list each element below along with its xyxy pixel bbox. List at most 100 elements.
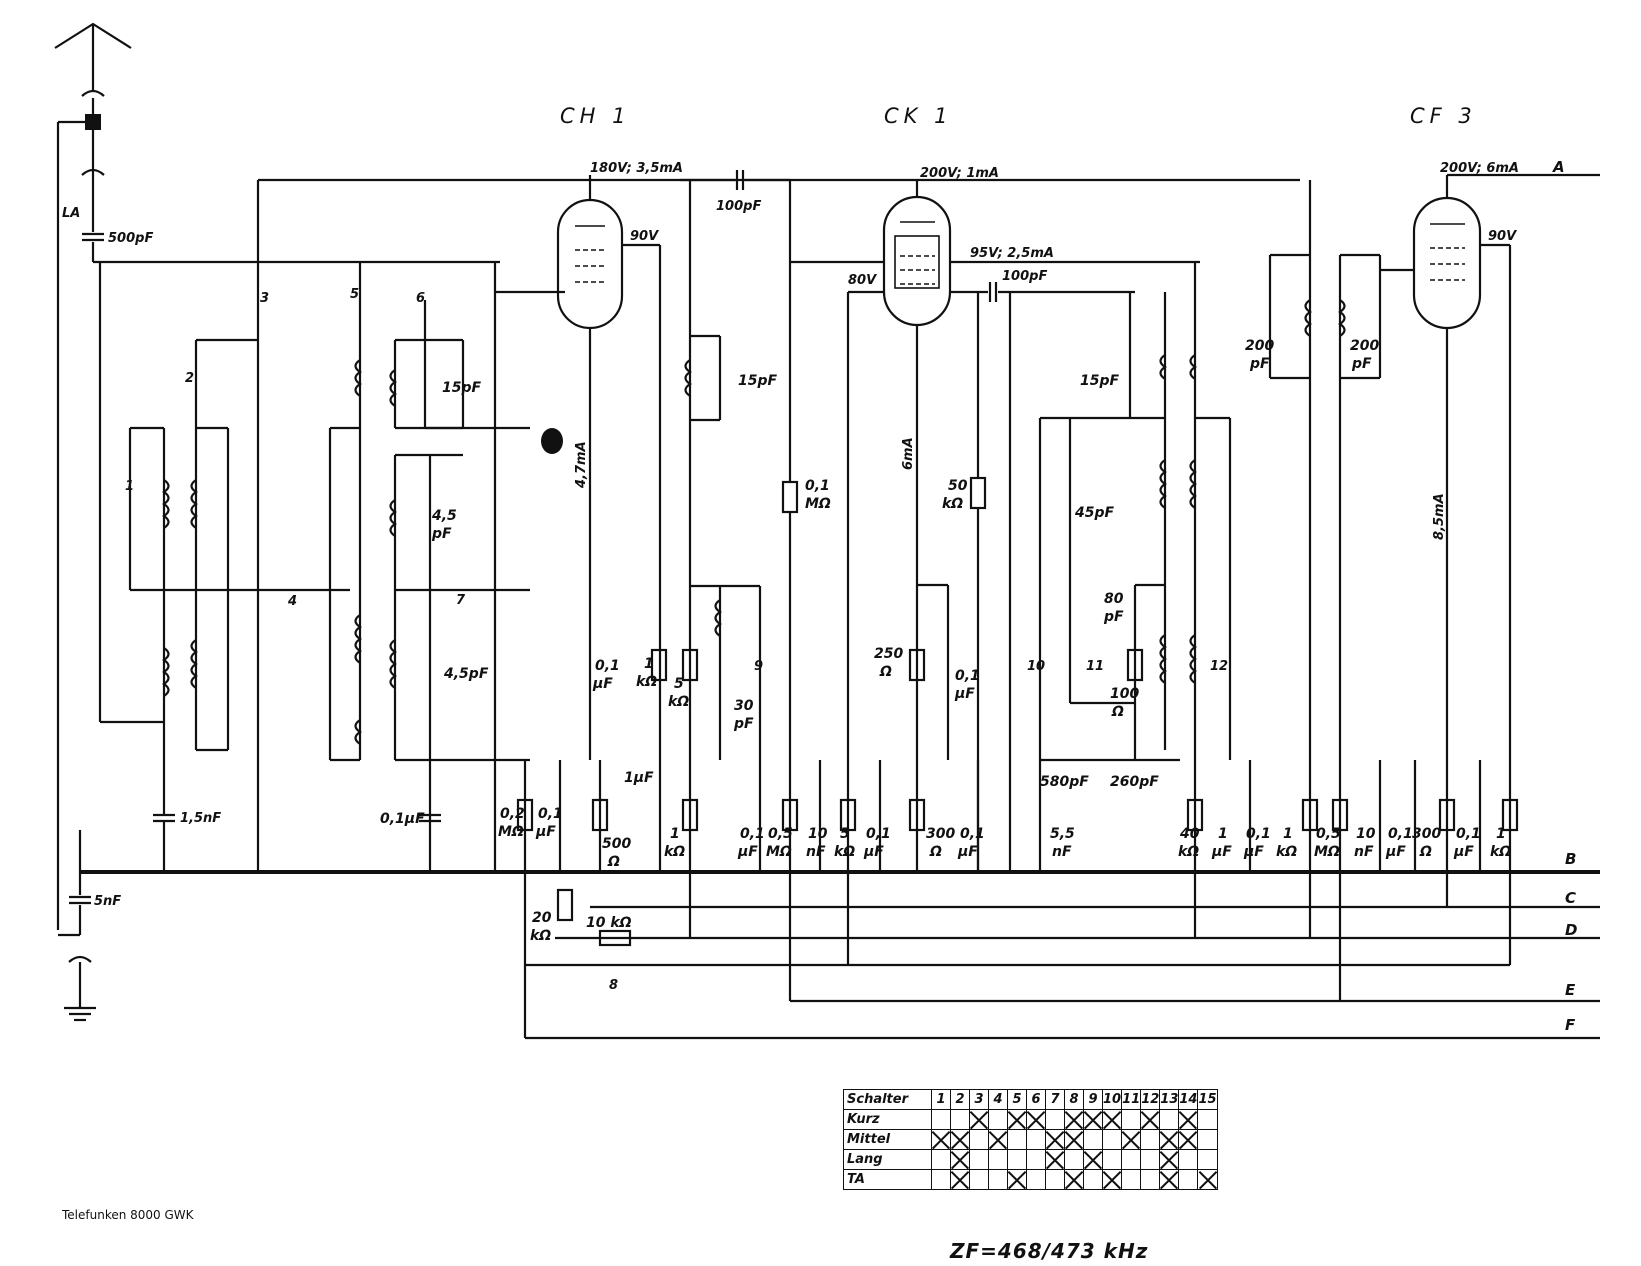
switch-10-label: 10	[1027, 659, 1045, 674]
label-0-1-g-unit: µF	[957, 844, 978, 860]
label-200-b-unit: pF	[1351, 356, 1372, 372]
resistor-250	[908, 583, 950, 760]
antenna-capacitor	[82, 180, 104, 262]
switch-cell-open	[1197, 1149, 1218, 1170]
label-0-1-g: 0,1	[960, 826, 985, 842]
label-100: 100	[1110, 686, 1139, 702]
switch-cell-closed	[931, 1129, 951, 1150]
label-0-1: 0,1	[805, 478, 830, 494]
switch-cell-open	[1083, 1129, 1103, 1150]
switch-row-label: Lang	[843, 1149, 932, 1170]
label-580pf: 580pF	[1040, 774, 1089, 790]
label-0-1-b: 0,1	[595, 658, 620, 674]
label-4-5pf-b: 4,5pF	[443, 666, 489, 682]
oscillator-tank	[684, 180, 762, 760]
label-4-5-a-unit: pF	[431, 526, 452, 542]
switch-cell-open	[1140, 1149, 1161, 1170]
label-250-unit: Ω	[879, 664, 892, 680]
switch-row-label: TA	[843, 1169, 932, 1190]
switch-column-10: 10	[1101, 1089, 1123, 1110]
label-0-1-e: 0,1	[740, 826, 765, 842]
switch-column-11: 11	[1121, 1089, 1142, 1110]
switch-row-ta: TA	[843, 1169, 1218, 1190]
label-500pf: 500pF	[108, 231, 153, 246]
tube-ck1-grid: 80V	[848, 273, 877, 288]
switch-cell-closed	[1064, 1109, 1084, 1130]
switch-cell-open	[1178, 1169, 1199, 1190]
switch-row-mittel: Mittel	[843, 1129, 1218, 1150]
label-1-c: 1	[1218, 826, 1228, 842]
page-title: Telefunken 8000 GWK	[61, 1208, 195, 1222]
bus-d-label: D	[1565, 921, 1577, 939]
switch-3-label: 3	[260, 291, 269, 306]
label-0-1-b-unit: µF	[592, 676, 613, 692]
switch-cell-open	[1178, 1149, 1199, 1170]
switch-cell-closed	[950, 1169, 970, 1190]
switch-column-12: 12	[1140, 1089, 1161, 1110]
label-10-b-unit: nF	[1354, 844, 1374, 860]
label-50-unit: kΩ	[942, 496, 963, 512]
label-15pf-a: 15pF	[442, 380, 482, 396]
tube-cf3	[1380, 173, 1560, 760]
switch-cell-closed	[1197, 1169, 1218, 1190]
label-15pf-c: 15pF	[1080, 373, 1120, 389]
label-0-5-b: 0,5	[1316, 826, 1341, 842]
label-0-1-c: 0,1	[955, 668, 980, 684]
switch-column-14: 14	[1178, 1089, 1199, 1110]
switch-cell-closed	[988, 1129, 1008, 1150]
label-1uf: 1µF	[624, 770, 654, 786]
switch-cell-closed	[1083, 1149, 1103, 1170]
label-20-unit: kΩ	[530, 928, 551, 944]
switch-cell-open	[969, 1129, 989, 1150]
switch-cell-open	[1101, 1149, 1123, 1170]
label-5-b-unit: kΩ	[834, 844, 855, 860]
switch-cell-closed	[969, 1109, 989, 1130]
label-5-5: 5,5	[1050, 826, 1075, 842]
label-300-b-unit: Ω	[1419, 844, 1432, 860]
switch-cell-closed	[1140, 1109, 1161, 1130]
switch-column-4: 4	[988, 1089, 1008, 1110]
label-1-d: 1	[1283, 826, 1293, 842]
switch-2-label: 2	[185, 371, 194, 386]
switch-column-8: 8	[1064, 1089, 1084, 1110]
switch-cell-open	[988, 1109, 1008, 1130]
switch-5-label: 5	[350, 287, 359, 302]
label-4-5-a: 4,5	[431, 508, 457, 524]
label-5: 5	[674, 676, 684, 692]
switch-column-2: 2	[950, 1089, 970, 1110]
label-0-5-unit: MΩ	[766, 844, 792, 860]
switch-column-3: 3	[969, 1089, 989, 1110]
label-45pf: 45pF	[1074, 505, 1115, 521]
switch-cell-open	[1197, 1129, 1218, 1150]
label-1-e-unit: kΩ	[1490, 844, 1511, 860]
label-1-unit: kΩ	[636, 674, 657, 690]
switch-cell-closed	[1064, 1129, 1084, 1150]
bottom-component-row	[516, 760, 1519, 1038]
label-1: 1	[644, 656, 654, 672]
switch-cell-open	[1045, 1109, 1065, 1130]
switch-row-kurz: Kurz	[843, 1109, 1218, 1130]
label-80: 80	[1104, 591, 1124, 607]
label-300: 300	[926, 826, 955, 842]
tube-cf3-current: 8,5mA	[1432, 493, 1447, 540]
capacitor-100pf-b	[950, 282, 1135, 302]
switch-cell-open	[1064, 1149, 1084, 1170]
tube-ch1-current: 4,7mA	[574, 441, 589, 489]
label-200-a: 200	[1245, 338, 1274, 354]
label-30: 30	[734, 698, 754, 714]
switch-cell-closed	[1007, 1169, 1027, 1190]
label-0-2: 0,2	[500, 806, 525, 822]
switch-4-label: 4	[287, 594, 297, 609]
switch-cell-open	[969, 1149, 989, 1170]
switch-1-label: 1	[125, 479, 134, 494]
tube-ch1-name: CH 1	[560, 104, 631, 128]
earth-ground-symbol	[58, 830, 96, 1022]
tube-ck1-current: 6mA	[901, 437, 916, 470]
resistor-0-1m	[781, 180, 799, 760]
switch-cell-open	[931, 1169, 951, 1190]
label-0-5-b-unit: MΩ	[1314, 844, 1340, 860]
tube-ch1-screen: 90V	[630, 229, 659, 244]
input-coil-network	[93, 178, 1300, 872]
switch-cell-closed	[1045, 1149, 1065, 1170]
